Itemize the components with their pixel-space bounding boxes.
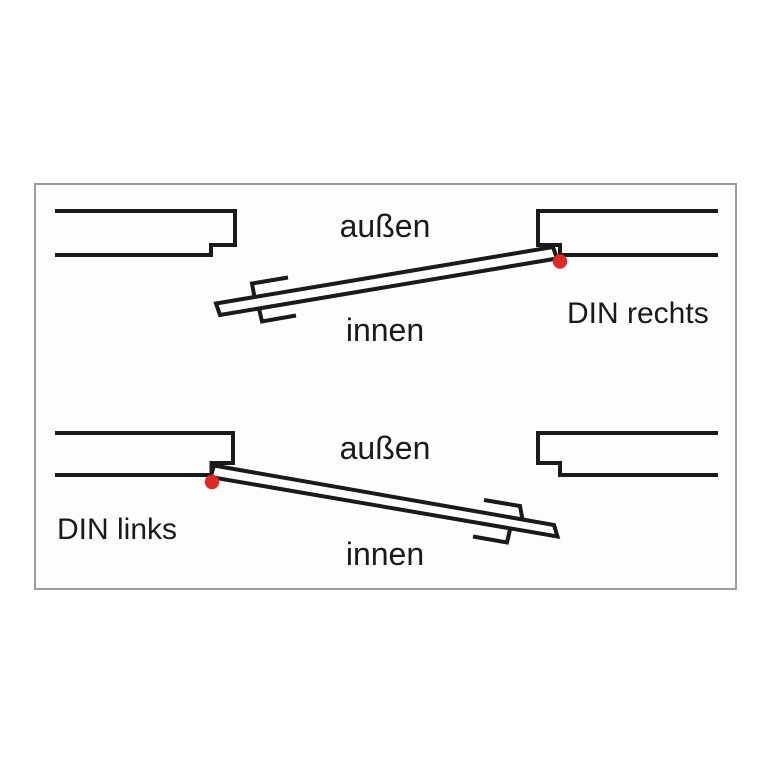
section-din-rechts: außen innen DIN rechts xyxy=(55,208,718,348)
outside-label: außen xyxy=(340,208,431,244)
wall-left xyxy=(55,209,237,257)
wall-right-cross-section xyxy=(536,431,718,477)
diagram-frame xyxy=(34,183,737,590)
door-handle-outside-icon xyxy=(249,275,289,298)
wall-left xyxy=(55,431,235,477)
wall-left-cross-section xyxy=(55,209,237,257)
door-handle-outside-icon xyxy=(483,498,525,520)
section-din-links: außen innen DIN links xyxy=(55,430,718,572)
inside-label: innen xyxy=(346,312,424,348)
door-leaf-open-left-hinged xyxy=(207,463,561,545)
hinge-marker-left xyxy=(204,474,220,490)
door-handle-inside-icon xyxy=(472,529,512,545)
wall-left-cross-section xyxy=(55,431,235,477)
wall-right xyxy=(536,431,718,477)
handing-label-din-links: DIN links xyxy=(57,513,177,546)
wall-right xyxy=(536,209,718,257)
outside-label: außen xyxy=(340,430,431,466)
inside-label: innen xyxy=(346,536,424,572)
handing-label-din-rechts: DIN rechts xyxy=(567,297,709,330)
wall-right-cross-section xyxy=(536,209,718,257)
door-handle-inside-icon xyxy=(257,308,297,324)
hinge-marker-right xyxy=(552,254,568,269)
door-leaf xyxy=(207,463,561,540)
